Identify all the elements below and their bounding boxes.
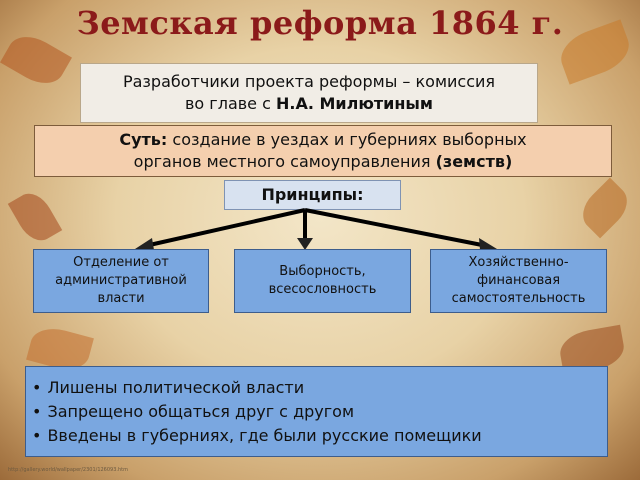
arrowhead-center xyxy=(297,238,313,250)
page-title: Земская реформа 1864 г. xyxy=(76,4,564,42)
principle-3-line1: Хозяйственно- xyxy=(468,255,569,270)
result-item: Введены в губерниях, где были русские по… xyxy=(32,424,607,448)
source-url: http://gallery.world/wallpaper/2301/1260… xyxy=(8,467,128,473)
results-box: Лишены политической власти Запрещено общ… xyxy=(25,366,608,457)
arrowhead-right xyxy=(479,238,497,250)
result-item: Лишены политической власти xyxy=(32,376,607,400)
essence-text2: органов местного самоуправления xyxy=(133,152,436,171)
developers-line2-prefix: во главе с xyxy=(185,94,276,113)
essence-line2: органов местного самоуправления (земств) xyxy=(35,151,611,173)
principle-separation-box: Отделение от административной власти xyxy=(33,249,209,313)
essence-line1: Суть: создание в уездах и губерниях выбо… xyxy=(35,129,611,151)
essence-text1: создание в уездах и губерниях выборных xyxy=(167,130,527,149)
developers-box: Разработчики проекта реформы – комиссия … xyxy=(80,63,538,123)
principle-3-line3: самостоятельность xyxy=(451,291,586,306)
essence-label: Суть: xyxy=(119,130,168,149)
developers-line1: Разработчики проекта реформы – комиссия xyxy=(122,72,496,91)
principle-1-line3: власти xyxy=(97,291,145,306)
essence-text2-bold: (земств) xyxy=(435,152,513,171)
arrowhead-left xyxy=(135,238,154,250)
principle-1-line1: Отделение от xyxy=(73,255,169,270)
principle-3-line2: финансовая xyxy=(476,273,561,288)
arrow-line-left xyxy=(144,208,306,248)
essence-box: Суть: создание в уездах и губерниях выбо… xyxy=(34,125,612,177)
developers-line2: во главе с Н.А. Милютиным xyxy=(81,93,537,115)
arrow-line-right xyxy=(304,208,488,248)
principle-autonomy-box: Хозяйственно- финансовая самостоятельнос… xyxy=(430,249,607,313)
result-item: Запрещено общаться друг с другом xyxy=(32,400,607,424)
principle-1-line2: административной xyxy=(55,273,187,288)
principle-electivity-box: Выборность, всесословность xyxy=(234,249,411,313)
principle-2-line2: всесословность xyxy=(268,282,377,297)
results-list: Лишены политической власти Запрещено общ… xyxy=(32,376,607,448)
developers-name: Н.А. Милютиным xyxy=(275,94,433,113)
principle-2-line1: Выборность, xyxy=(279,264,366,279)
